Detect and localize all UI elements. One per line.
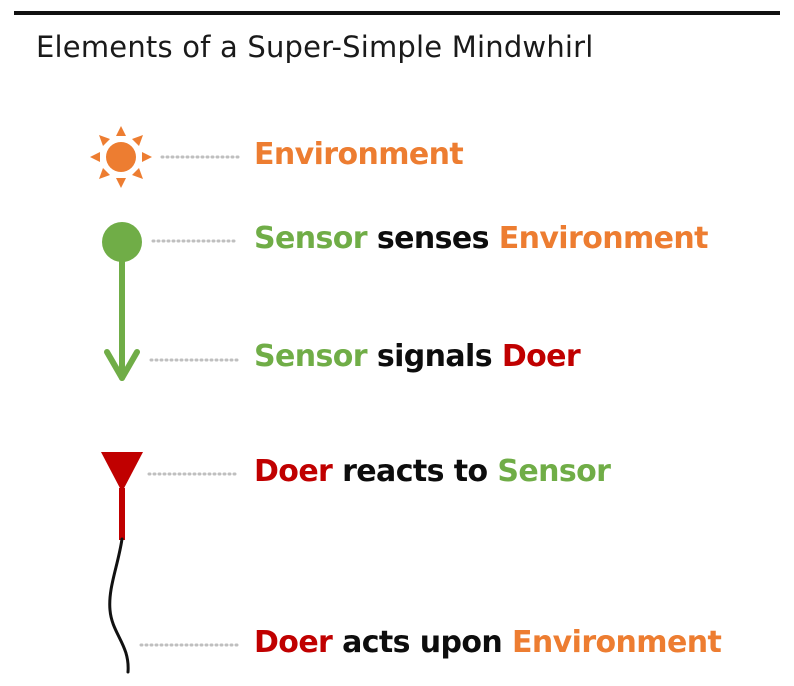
doer-reacts-label: Doer reacts to Sensor — [254, 454, 611, 489]
term-doer: Doer — [501, 339, 581, 374]
verb-senses: senses — [366, 221, 499, 256]
verb-acts-upon: acts upon — [332, 625, 513, 660]
term-doer: Doer — [254, 625, 333, 660]
doer-stem — [119, 488, 125, 540]
term-sensor: Sensor — [254, 221, 368, 256]
sensor-senses-label: Sensor senses Environment — [254, 224, 708, 254]
term-doer: Doer — [254, 454, 333, 489]
down-arrow-icon — [104, 255, 140, 381]
squiggle-tail-icon — [108, 537, 130, 674]
term-sensor: Sensor — [497, 454, 611, 489]
term-environment: Environment — [254, 137, 464, 172]
verb-reacts-to: reacts to — [332, 454, 498, 489]
doer-triangle-icon — [101, 452, 143, 492]
doer-acts-label: Doer acts upon Environment — [254, 625, 722, 660]
term-sensor: Sensor — [254, 339, 368, 374]
page-title: Elements of a Super-Simple Mindwhirl — [36, 30, 594, 64]
top-rule — [14, 11, 780, 15]
sensor-signals-label: Sensor signals Doer — [254, 339, 581, 374]
sensor-circle-icon — [102, 222, 142, 262]
environment-label: Environment — [254, 137, 464, 172]
term-environment: Environment — [498, 221, 709, 256]
term-environment: Environment — [512, 625, 722, 660]
verb-signals: signals — [366, 339, 502, 374]
sun-icon — [90, 126, 152, 188]
